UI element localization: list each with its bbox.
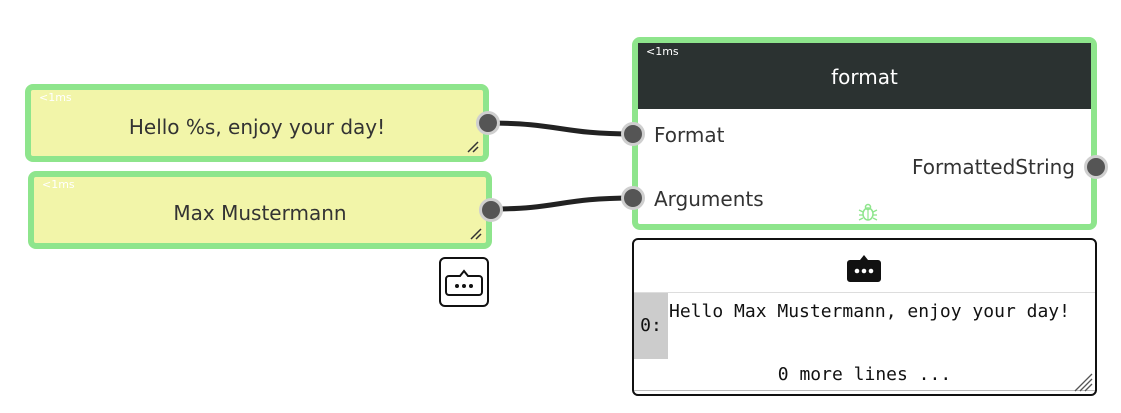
text-node-greeting[interactable]: <1ms Hello %s, enjoy your day! (25, 84, 489, 162)
node-timing: <1ms (42, 178, 75, 191)
node-timing: <1ms (39, 91, 72, 104)
node-text-greeting[interactable]: Hello %s, enjoy your day! (128, 115, 386, 139)
node-text-name[interactable]: Max Mustermann (173, 201, 347, 225)
format-node[interactable]: <1ms format Format Arguments FormattedSt… (632, 37, 1097, 230)
resize-handle-icon[interactable] (1073, 372, 1093, 392)
input-label-arguments: Arguments (654, 187, 764, 211)
output-line-index: 0: (634, 293, 668, 359)
more-lines-link[interactable]: 0 more lines ... (777, 364, 952, 385)
node-timing: <1ms (646, 45, 679, 58)
output-port-name[interactable] (479, 198, 503, 222)
inspect-button[interactable] (439, 257, 489, 307)
format-node-title: format (831, 65, 898, 89)
bug-icon[interactable] (857, 201, 879, 223)
output-panel-toolbar (634, 240, 1095, 293)
input-label-format: Format (654, 123, 725, 147)
input-port-arguments[interactable] (621, 186, 645, 210)
resize-handle-icon[interactable] (467, 141, 479, 153)
input-port-format[interactable] (621, 122, 645, 146)
wire-name-to-arguments[interactable] (490, 195, 634, 212)
chat-ellipsis-icon[interactable] (846, 252, 882, 284)
output-panel: 0: Hello Max Mustermann, enjoy your day!… (632, 238, 1097, 396)
resize-handle-icon[interactable] (470, 228, 482, 240)
text-node-name[interactable]: <1ms Max Mustermann (28, 171, 492, 249)
output-line-text: Hello Max Mustermann, enjoy your day! (669, 301, 1070, 322)
output-label-formattedstring: FormattedString (911, 155, 1075, 179)
format-node-header[interactable]: <1ms format (638, 43, 1091, 109)
chat-ellipsis-icon (445, 269, 483, 296)
output-port-formattedstring[interactable] (1084, 155, 1108, 179)
wire-greeting-to-format[interactable] (487, 120, 634, 137)
output-port-greeting[interactable] (476, 111, 500, 135)
output-panel-divider (634, 390, 1095, 391)
